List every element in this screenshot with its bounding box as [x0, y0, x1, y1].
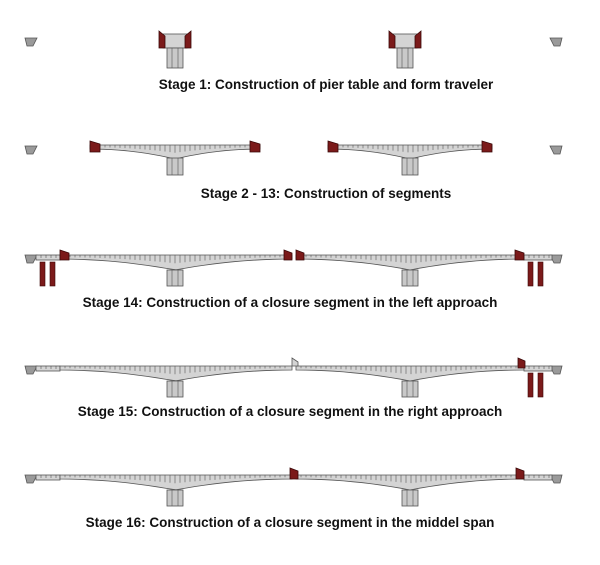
- abutment-support: [549, 365, 563, 375]
- falsework-leg: [527, 261, 534, 287]
- approach-deck: [523, 474, 553, 481]
- deck-segment: [295, 474, 525, 491]
- stage-15-drawing: [24, 357, 563, 398]
- falsework-leg: [39, 261, 46, 287]
- stage-1-drawing: [24, 30, 563, 69]
- stage-16-caption: Stage 16: Construction of a closure segm…: [85, 515, 495, 530]
- abutment-support: [24, 37, 38, 47]
- pier-table: [162, 33, 188, 49]
- pier-column: [401, 489, 419, 507]
- abutment-support: [24, 145, 38, 155]
- stage-2-13-drawing: [24, 140, 563, 176]
- deck-segment: [59, 254, 293, 271]
- abutment-support: [549, 474, 563, 484]
- pier-column: [166, 157, 184, 176]
- deck-segment: [59, 365, 293, 382]
- stage-16-drawing: [24, 467, 563, 507]
- falsework-leg: [527, 372, 534, 398]
- pier-column: [166, 380, 184, 398]
- approach-deck: [35, 365, 61, 372]
- form-traveler: [327, 140, 339, 153]
- form-traveler: [514, 249, 525, 261]
- falsework-leg: [49, 261, 56, 287]
- stage-14-drawing: [24, 249, 563, 287]
- form-traveler: [295, 249, 305, 261]
- stage-1-caption: Stage 1: Construction of pier table and …: [158, 77, 494, 92]
- falsework-leg: [537, 372, 544, 398]
- form-traveler: [481, 140, 493, 153]
- form-traveler: [414, 30, 422, 49]
- form-traveler: [184, 30, 192, 49]
- form-traveler: [517, 357, 526, 369]
- pier-column: [166, 489, 184, 507]
- abutment-support: [24, 254, 38, 264]
- approach-deck: [35, 474, 61, 481]
- pier-column: [401, 157, 419, 176]
- stage-2-13-caption: Stage 2 - 13: Construction of segments: [200, 186, 452, 201]
- form-traveler: [283, 249, 293, 261]
- form-traveler: [89, 140, 101, 153]
- deck-segment: [327, 144, 493, 160]
- pier-column: [401, 380, 419, 398]
- deck-segment: [295, 254, 525, 271]
- pier-column: [401, 269, 419, 287]
- form-traveler: [289, 467, 299, 480]
- stage-14-caption: Stage 14: Construction of a closure segm…: [82, 295, 498, 310]
- deck-segment: [295, 365, 525, 382]
- form-traveler: [249, 140, 261, 153]
- abutment-support: [549, 37, 563, 47]
- approach-deck: [35, 254, 61, 261]
- abutment-support: [24, 365, 38, 375]
- abutment-support: [549, 145, 563, 155]
- pier-column: [396, 47, 414, 69]
- closure-form: [291, 357, 299, 367]
- stage-15-caption: Stage 15: Construction of a closure segm…: [77, 404, 503, 419]
- abutment-support: [24, 474, 38, 484]
- pier-column: [166, 269, 184, 287]
- form-traveler: [515, 467, 525, 480]
- abutment-support: [549, 254, 563, 264]
- form-traveler: [388, 30, 396, 49]
- deck-segment: [59, 474, 293, 491]
- form-traveler: [158, 30, 166, 49]
- pier-table: [392, 33, 418, 49]
- pier-column: [166, 47, 184, 69]
- form-traveler: [59, 249, 70, 261]
- falsework-leg: [537, 261, 544, 287]
- approach-deck: [523, 365, 553, 372]
- approach-deck: [523, 254, 553, 261]
